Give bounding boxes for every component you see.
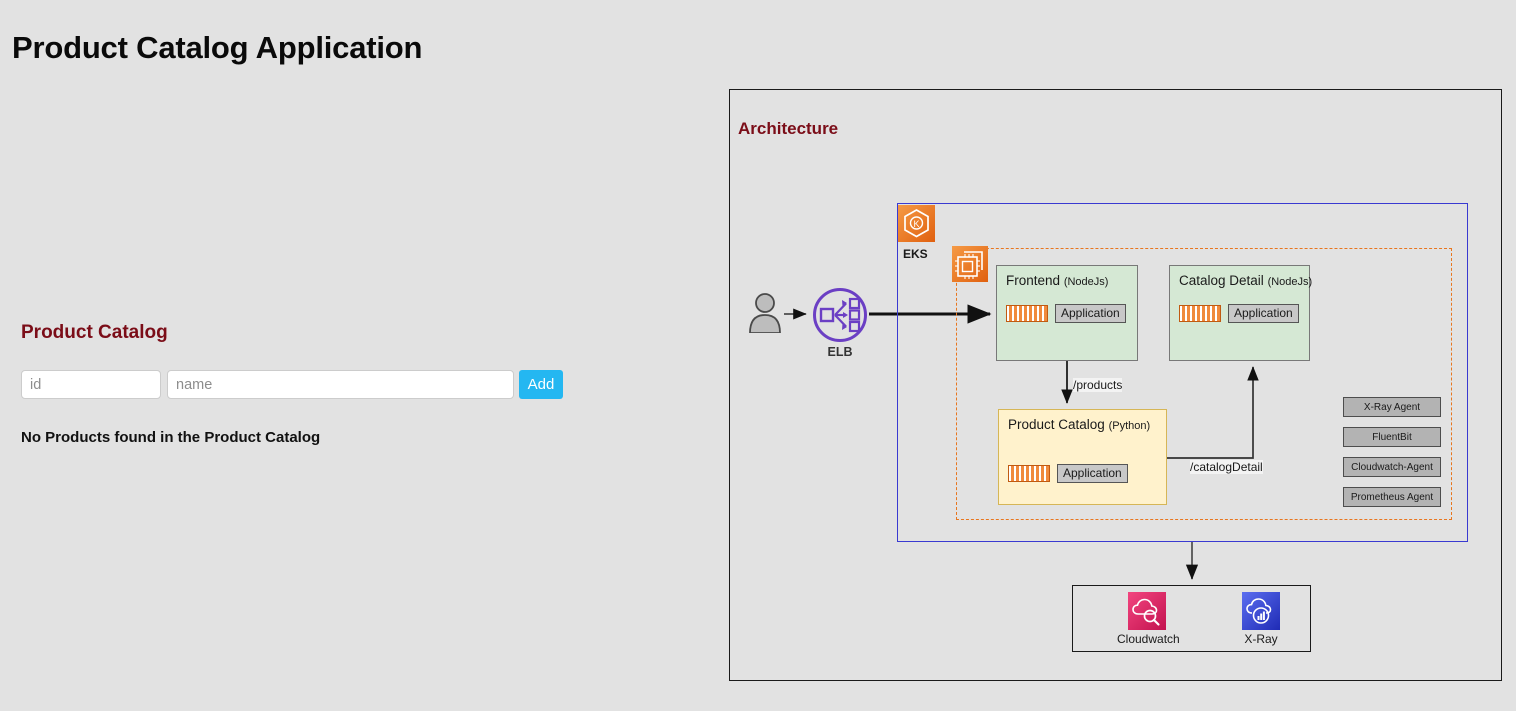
add-product-form: Add — [21, 370, 563, 399]
svg-text:K: K — [913, 219, 919, 229]
eks-cluster-boundary — [897, 203, 1468, 542]
user-icon — [749, 293, 781, 333]
container-icon — [1006, 305, 1048, 322]
pods-region-boundary — [956, 248, 1452, 520]
service-language: (NodeJs) — [1063, 276, 1109, 288]
service-language: (Python) — [1108, 420, 1151, 432]
xray-icon — [1242, 592, 1280, 630]
service-runtime-row: Application — [1008, 464, 1128, 483]
cloudwatch-icon — [1128, 592, 1166, 630]
agent-chip-xray: X-Ray Agent — [1343, 397, 1441, 417]
service-box-catalog-detail: Catalog Detail (NodeJs) Application — [1169, 265, 1312, 361]
page-title: Product Catalog Application — [12, 30, 423, 65]
application-badge: Application — [1055, 304, 1126, 323]
service-title: Frontend (NodeJs) — [1006, 273, 1108, 288]
service-runtime-row: Application — [1006, 304, 1126, 323]
product-catalog-heading: Product Catalog — [21, 322, 168, 343]
product-name-input[interactable] — [167, 370, 514, 399]
service-box-frontend: Frontend (NodeJs) Application — [996, 265, 1138, 361]
application-badge: Application — [1228, 304, 1299, 323]
service-title: Catalog Detail (NodeJs) — [1179, 273, 1312, 288]
monitoring-label: Cloudwatch — [1117, 632, 1180, 646]
agent-chip-cloudwatch: Cloudwatch-Agent — [1343, 457, 1441, 477]
ec2-pod-icon — [952, 246, 988, 282]
eks-label: EKS — [903, 247, 928, 261]
service-box-product-catalog: Product Catalog (Python) Application — [998, 409, 1167, 505]
service-name: Frontend — [1006, 273, 1061, 288]
empty-catalog-message: No Products found in the Product Catalog — [21, 429, 321, 446]
monitoring-box: Cloudwatch X-Ray — [1072, 585, 1311, 652]
elb-icon — [813, 288, 867, 342]
monitoring-item-xray: X-Ray — [1231, 592, 1291, 646]
agent-chip-fluentbit: FluentBit — [1343, 427, 1441, 447]
service-runtime-row: Application — [1179, 304, 1299, 323]
service-name: Product Catalog — [1008, 417, 1105, 432]
architecture-connectors — [784, 304, 1259, 580]
edge-label-catalogdetail: /catalogDetail — [1190, 460, 1263, 474]
service-title: Product Catalog (Python) — [1008, 417, 1150, 432]
edge-label-products: /products — [1073, 378, 1123, 392]
application-badge: Application — [1057, 464, 1128, 483]
monitoring-label: X-Ray — [1244, 632, 1278, 646]
add-product-button[interactable]: Add — [519, 370, 563, 399]
container-icon — [1008, 465, 1050, 482]
monitoring-item-cloudwatch: Cloudwatch — [1117, 592, 1180, 646]
elb-label: ELB — [827, 345, 853, 359]
agent-chip-list: X-Ray Agent FluentBit Cloudwatch-Agent P… — [1343, 397, 1441, 507]
agent-chip-prometheus: Prometheus Agent — [1343, 487, 1441, 507]
eks-icon: K — [898, 205, 935, 242]
container-icon — [1179, 305, 1221, 322]
product-id-input[interactable] — [21, 370, 161, 399]
service-name: Catalog Detail — [1179, 273, 1264, 288]
service-language: (NodeJs) — [1267, 276, 1313, 288]
architecture-heading: Architecture — [738, 119, 839, 138]
